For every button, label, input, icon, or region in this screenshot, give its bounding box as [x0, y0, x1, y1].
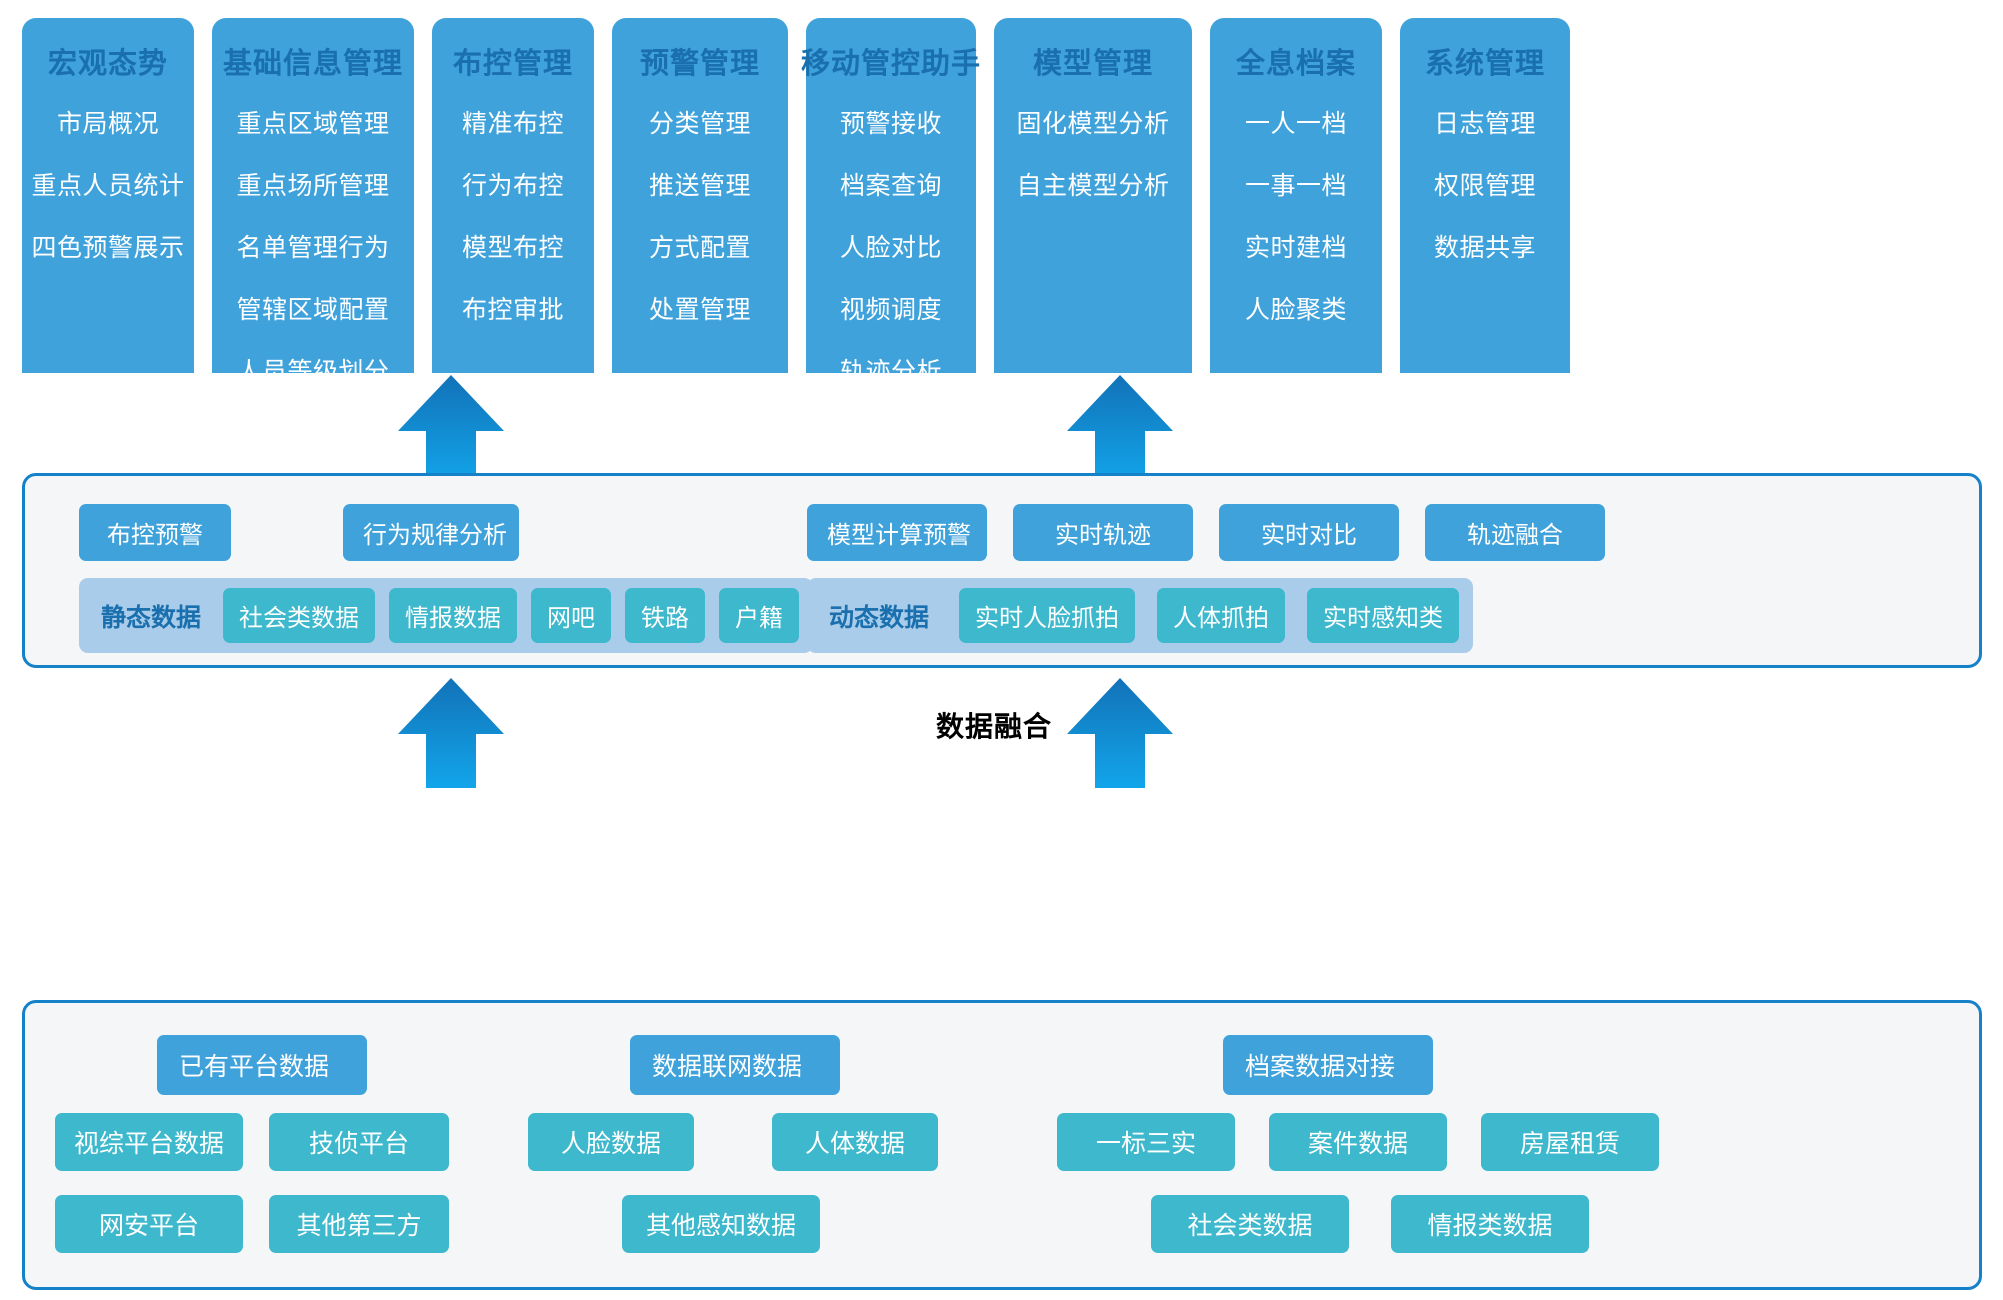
static-capability-row: 布控预警 行为规律分析	[79, 504, 519, 561]
source-chip[interactable]: 一标三实	[1057, 1113, 1235, 1171]
source-chip[interactable]: 情报类数据	[1391, 1195, 1589, 1253]
module-column[interactable]: 宏观态势市局概况重点人员统计四色预警展示	[22, 18, 194, 373]
module-item[interactable]: 市局概况	[56, 110, 159, 138]
fusion-capability-panel: 布控预警 行为规律分析 静态数据 社会类数据 情报数据 网吧 铁路 户籍 模型计…	[22, 473, 1982, 668]
module-column[interactable]: 全息档案一人一档一事一档实时建档人脸聚类	[1210, 18, 1382, 373]
source-chip[interactable]: 案件数据	[1269, 1113, 1447, 1171]
module-item[interactable]: 视频调度	[839, 296, 942, 324]
module-column[interactable]: 布控管理精准布控行为布控模型布控布控审批	[432, 18, 594, 373]
static-data-group: 布控预警 行为规律分析 静态数据 社会类数据 情报数据 网吧 铁路 户籍	[49, 476, 814, 665]
module-item[interactable]: 推送管理	[648, 172, 751, 200]
module-item[interactable]: 预警接收	[839, 110, 942, 138]
module-item[interactable]: 布控审批	[461, 296, 564, 324]
arrow-sources-to-dynamic	[1067, 678, 1173, 788]
dynamic-source-chip[interactable]: 实时人脸抓拍	[959, 588, 1136, 643]
module-item[interactable]: 重点人员统计	[31, 172, 185, 200]
arrow-dynamic-to-apps	[1067, 375, 1173, 485]
module-item[interactable]: 人脸对比	[839, 234, 942, 262]
module-title: 全息档案	[1235, 48, 1356, 80]
module-item[interactable]: 四色预警展示	[31, 234, 185, 262]
static-source-chip[interactable]: 户籍	[719, 588, 800, 643]
source-group-head[interactable]: 已有平台数据	[157, 1035, 367, 1095]
data-sources-panel: 已有平台数据 视综平台数据 技侦平台 网安平台 其他第三方 数据联网数据 人脸数…	[22, 1000, 1982, 1290]
source-chip[interactable]: 其他第三方	[269, 1195, 449, 1253]
module-column[interactable]: 系统管理日志管理权限管理数据共享	[1400, 18, 1570, 373]
dynamic-data-group: 模型计算预警 实时轨迹 实时对比 轨迹融合 动态数据 实时人脸抓拍 人体抓拍 实…	[807, 476, 1957, 665]
module-item[interactable]: 人脸聚类	[1244, 296, 1347, 324]
static-source-chip[interactable]: 情报数据	[389, 588, 518, 643]
module-title: 预警管理	[639, 48, 760, 80]
static-data-label: 静态数据	[101, 603, 202, 632]
module-item[interactable]: 处置管理	[648, 296, 751, 324]
source-chip[interactable]: 视综平台数据	[55, 1113, 243, 1171]
dynamic-source-chip[interactable]: 人体抓拍	[1157, 588, 1286, 643]
module-column[interactable]: 基础信息管理重点区域管理重点场所管理名单管理行为管辖区域配置人员等级划分	[212, 18, 414, 386]
module-item[interactable]: 分类管理	[648, 110, 751, 138]
module-column[interactable]: 移动管控助手预警接收档案查询人脸对比视频调度轨迹分析	[801, 18, 980, 386]
module-item[interactable]: 模型布控	[461, 234, 564, 262]
module-item[interactable]: 精准布控	[461, 110, 564, 138]
module-item[interactable]: 自主模型分析	[1016, 172, 1170, 200]
module-item[interactable]: 重点场所管理	[236, 172, 390, 200]
module-title: 模型管理	[1032, 48, 1153, 80]
application-modules-row: 宏观态势市局概况重点人员统计四色预警展示基础信息管理重点区域管理重点场所管理名单…	[22, 18, 1982, 386]
source-chip[interactable]: 社会类数据	[1151, 1195, 1349, 1253]
module-item[interactable]: 数据共享	[1433, 234, 1536, 262]
module-title: 移动管控助手	[801, 48, 982, 80]
static-source-chip[interactable]: 网吧	[531, 588, 612, 643]
module-column[interactable]: 预警管理分类管理推送管理方式配置处置管理	[612, 18, 788, 373]
capability-chip[interactable]: 模型计算预警	[807, 504, 987, 561]
source-chip[interactable]: 人脸数据	[528, 1113, 694, 1171]
source-group-head[interactable]: 档案数据对接	[1223, 1035, 1433, 1095]
module-item[interactable]: 一人一档	[1244, 110, 1347, 138]
module-item[interactable]: 一事一档	[1244, 172, 1347, 200]
module-item[interactable]: 行为布控	[461, 172, 564, 200]
dynamic-source-chip[interactable]: 实时感知类	[1307, 588, 1460, 643]
source-group-existing-platform: 已有平台数据 视综平台数据 技侦平台 网安平台 其他第三方	[55, 1003, 605, 1287]
module-item[interactable]: 日志管理	[1433, 110, 1536, 138]
source-group-archive-docking: 档案数据对接 一标三实 案件数据 房屋租赁 社会类数据 情报类数据	[1057, 1003, 1957, 1287]
static-source-chip[interactable]: 社会类数据	[223, 588, 376, 643]
source-group-head[interactable]: 数据联网数据	[630, 1035, 840, 1095]
module-title: 宏观态势	[47, 48, 168, 80]
capability-chip[interactable]: 轨迹融合	[1425, 504, 1605, 561]
module-item[interactable]: 名单管理行为	[236, 234, 390, 262]
source-chip[interactable]: 技侦平台	[269, 1113, 449, 1171]
module-item[interactable]: 轨迹分析	[839, 358, 942, 386]
source-group-networked-data: 数据联网数据 人脸数据 人体数据 其他感知数据	[500, 1003, 1020, 1287]
module-item[interactable]: 实时建档	[1244, 234, 1347, 262]
arrow-sources-to-static	[398, 678, 504, 788]
module-column[interactable]: 模型管理固化模型分析自主模型分析	[994, 18, 1192, 373]
source-chip[interactable]: 房屋租赁	[1481, 1113, 1659, 1171]
arrow-static-to-apps	[398, 375, 504, 485]
dynamic-data-label: 动态数据	[829, 603, 930, 632]
module-title: 布控管理	[452, 48, 573, 80]
module-item[interactable]: 权限管理	[1433, 172, 1536, 200]
data-fusion-label: 数据融合	[936, 711, 1053, 742]
capability-chip[interactable]: 行为规律分析	[343, 504, 519, 561]
static-data-band: 静态数据 社会类数据 情报数据 网吧 铁路 户籍	[79, 578, 814, 653]
source-chip[interactable]: 网安平台	[55, 1195, 243, 1253]
module-item[interactable]: 档案查询	[839, 172, 942, 200]
source-chip[interactable]: 其他感知数据	[622, 1195, 820, 1253]
module-title: 系统管理	[1424, 48, 1545, 80]
capability-chip[interactable]: 实时对比	[1219, 504, 1399, 561]
module-item[interactable]: 管辖区域配置	[236, 296, 390, 324]
module-title: 基础信息管理	[222, 48, 403, 80]
source-chip[interactable]: 人体数据	[772, 1113, 938, 1171]
static-source-chip[interactable]: 铁路	[625, 588, 706, 643]
module-item[interactable]: 人员等级划分	[236, 358, 390, 386]
capability-chip[interactable]: 实时轨迹	[1013, 504, 1193, 561]
module-item[interactable]: 方式配置	[648, 234, 751, 262]
module-item[interactable]: 固化模型分析	[1016, 110, 1170, 138]
dynamic-data-band: 动态数据 实时人脸抓拍 人体抓拍 实时感知类	[807, 578, 1474, 653]
dynamic-capability-row: 模型计算预警 实时轨迹 实时对比 轨迹融合	[807, 504, 1605, 561]
module-item[interactable]: 重点区域管理	[236, 110, 390, 138]
capability-chip[interactable]: 布控预警	[79, 504, 231, 561]
